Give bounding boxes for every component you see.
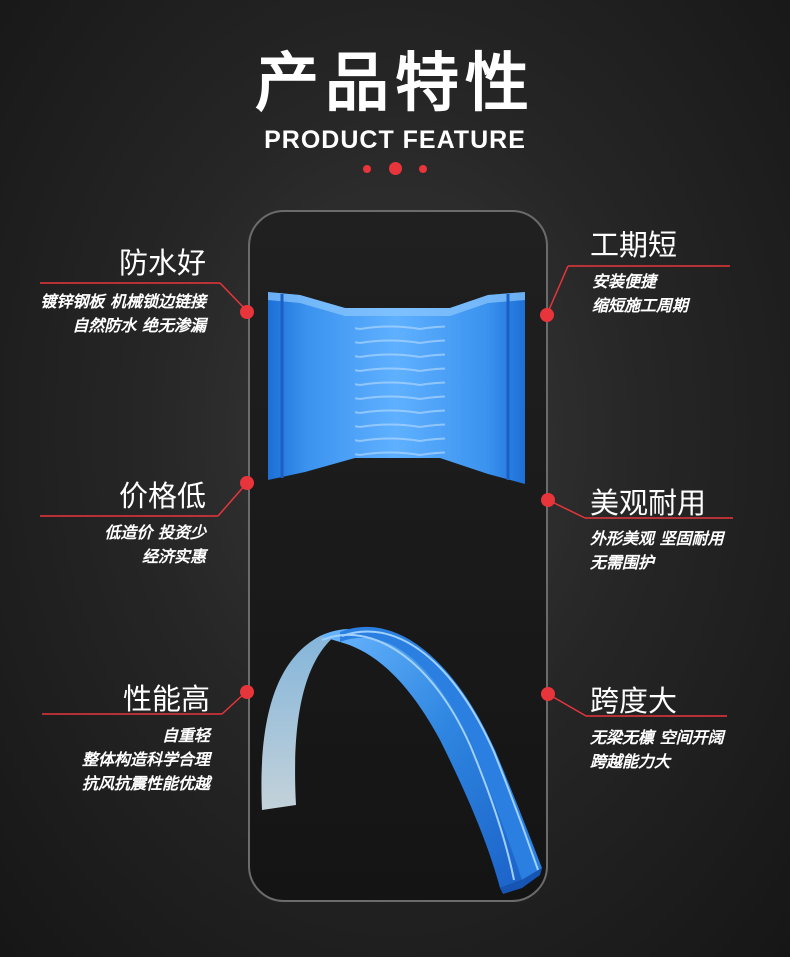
flat-roof-panel-image bbox=[268, 292, 525, 484]
feature-desc-large-span: 无梁无檩 空间开阔 跨越能力大 bbox=[590, 726, 724, 774]
feature-line: 自重轻 bbox=[161, 726, 210, 745]
feature-line: 外形美观 坚固耐用 bbox=[590, 529, 724, 548]
feature-line: 缩短施工周期 bbox=[592, 296, 689, 315]
feature-line: 无需围护 bbox=[590, 553, 655, 572]
feature-title-low-price: 价格低 bbox=[118, 479, 206, 513]
feature-line: 抗风抗震性能优越 bbox=[81, 774, 210, 793]
page-title: 产品特性 bbox=[255, 47, 535, 121]
dot-large-center bbox=[388, 162, 402, 175]
feature-title-durable: 美观耐用 bbox=[590, 486, 707, 520]
arch-roof-panel-image bbox=[261, 626, 542, 894]
feature-title-waterproof: 防水好 bbox=[118, 246, 206, 280]
feature-line: 低造价 投资少 bbox=[104, 523, 206, 542]
feature-line: 自然防水 绝无渗漏 bbox=[72, 316, 206, 335]
dot-small-right bbox=[418, 164, 427, 173]
feature-line: 整体构造科学合理 bbox=[81, 750, 210, 769]
page-subtitle: PRODUCT FEATURE bbox=[264, 126, 526, 154]
dot-small-left bbox=[363, 164, 372, 173]
feature-desc-waterproof: 镀锌钢板 机械锁边链接 自然防水 绝无渗漏 bbox=[40, 290, 206, 338]
feature-title-performance: 性能高 bbox=[122, 682, 210, 716]
feature-desc-short-period: 安装便捷 缩短施工周期 bbox=[592, 270, 688, 318]
feature-title-short-period: 工期短 bbox=[590, 228, 678, 262]
feature-desc-durable: 外形美观 坚固耐用 无需围护 bbox=[590, 527, 724, 575]
feature-line: 跨越能力大 bbox=[590, 752, 671, 771]
feature-desc-performance: 自重轻 整体构造科学合理 抗风抗震性能优越 bbox=[82, 724, 210, 796]
feature-desc-low-price: 低造价 投资少 经济实惠 bbox=[104, 521, 206, 569]
feature-line: 安装便捷 bbox=[592, 272, 657, 291]
feature-line: 经济实惠 bbox=[141, 547, 206, 566]
feature-line: 无梁无檩 空间开阔 bbox=[590, 728, 724, 747]
feature-line: 镀锌钢板 机械锁边链接 bbox=[40, 292, 206, 311]
feature-title-large-span: 跨度大 bbox=[590, 684, 678, 718]
decorative-dots bbox=[0, 158, 790, 177]
